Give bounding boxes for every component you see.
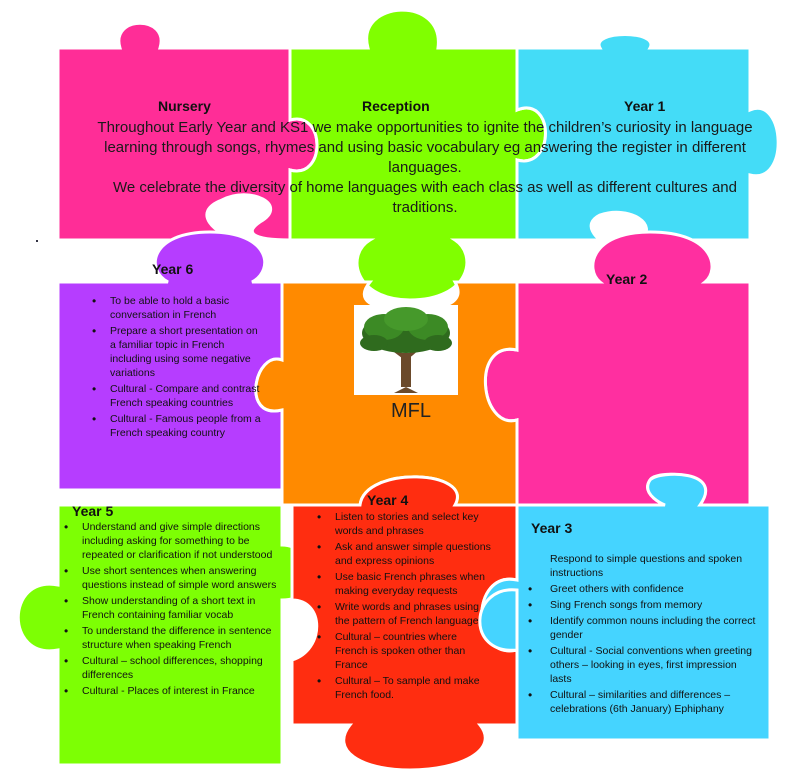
- year6-list: To be able to hold a basic conversation …: [88, 294, 263, 442]
- intro-line-2: We celebrate the diversity of home langu…: [113, 179, 737, 216]
- list-item: Use short sentences when answering quest…: [60, 564, 282, 592]
- list-item: Greet others with confidence: [524, 582, 756, 596]
- list-item: Ask and answer simple questions and expr…: [313, 540, 491, 568]
- stray-dot: [36, 240, 38, 242]
- list-item: Write words and phrases using the patter…: [313, 600, 491, 628]
- early-years-intro: Throughout Early Year and KS1 we make op…: [80, 118, 770, 218]
- tree-logo: [354, 305, 458, 395]
- piece-reception: [288, 8, 547, 302]
- year5-list: Understand and give simple directions in…: [60, 520, 282, 700]
- list-item: Cultural – To sample and make French foo…: [313, 674, 491, 702]
- year3-list: Respond to simple questions and spoken i…: [524, 552, 756, 718]
- list-item: To be able to hold a basic conversation …: [88, 294, 263, 322]
- heading-nursery: Nursery: [158, 98, 211, 114]
- list-item: Use basic French phrases when making eve…: [313, 570, 491, 598]
- list-item: To understand the difference in sentence…: [60, 624, 282, 652]
- list-item: Cultural - Places of interest in France: [60, 684, 282, 698]
- list-item: Cultural - Famous people from a French s…: [88, 412, 263, 440]
- list-item: Identify common nouns including the corr…: [524, 614, 756, 642]
- list-item: Show understanding of a short text in Fr…: [60, 594, 282, 622]
- list-item: Cultural - Social conventions when greet…: [524, 644, 756, 686]
- heading-year4: Year 4: [367, 492, 409, 508]
- list-item: Cultural - Compare and contrast French s…: [88, 382, 263, 410]
- list-item: Understand and give simple directions in…: [60, 520, 282, 562]
- oak-tree-icon: [360, 307, 452, 393]
- list-item: Cultural – similarities and differences …: [524, 688, 756, 716]
- heading-year6: Year 6: [152, 261, 194, 277]
- list-item: Respond to simple questions and spoken i…: [550, 553, 743, 579]
- heading-reception: Reception: [362, 98, 430, 114]
- piece-nursery: [56, 21, 319, 242]
- heading-year2: Year 2: [606, 271, 648, 287]
- list-item: Cultural – countries where French is spo…: [313, 630, 491, 672]
- list-item: Sing French songs from memory: [524, 598, 756, 612]
- list-item: Cultural – school differences, shopping …: [60, 654, 282, 682]
- heading-year3: Year 3: [531, 520, 573, 536]
- year4-list: Listen to stories and select key words a…: [313, 510, 491, 704]
- mfl-label: MFL: [391, 400, 431, 422]
- heading-year1: Year 1: [624, 98, 666, 114]
- heading-year5: Year 5: [72, 503, 114, 519]
- list-item: Listen to stories and select key words a…: [313, 510, 491, 538]
- intro-line-1: Throughout Early Year and KS1 we make op…: [97, 119, 753, 176]
- list-item: Prepare a short presentation on a famili…: [88, 324, 263, 380]
